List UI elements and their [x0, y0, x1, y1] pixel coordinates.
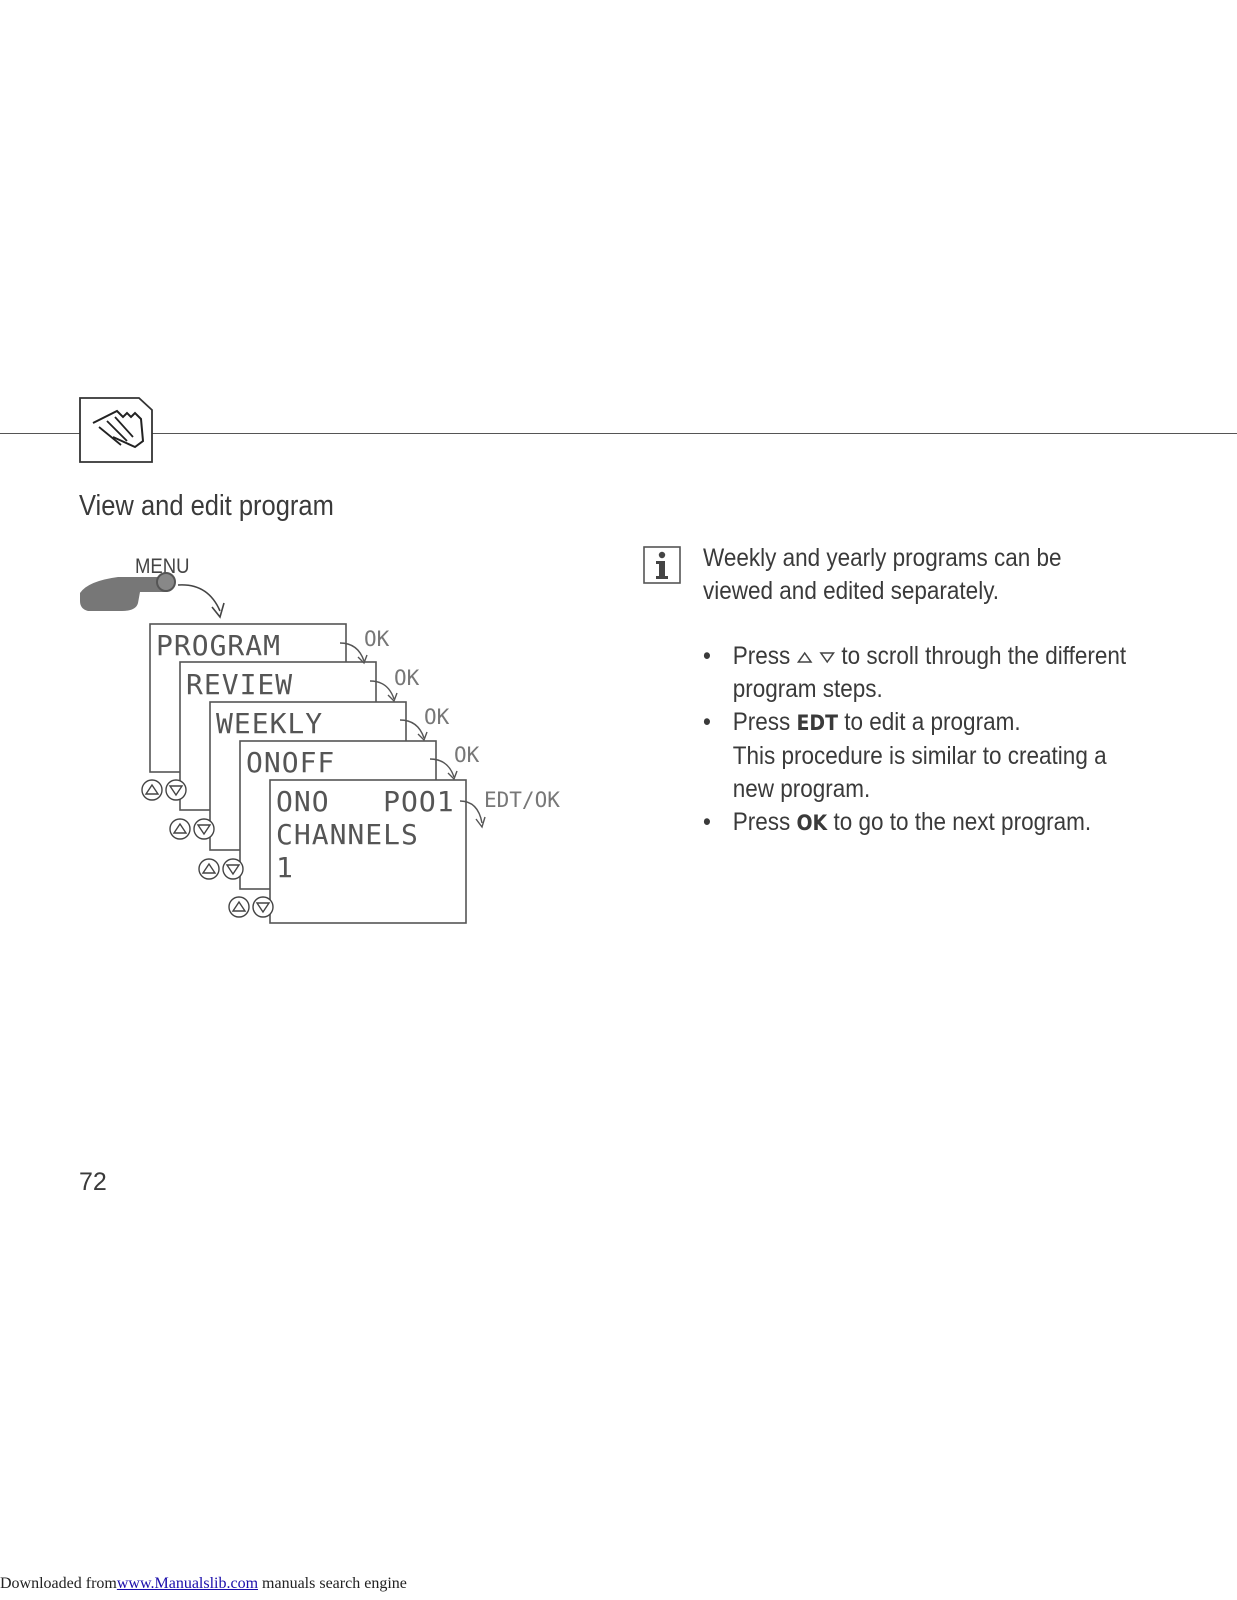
screen-program: PROGRAM: [156, 629, 281, 662]
hand-press-icon: [80, 572, 176, 611]
up-arrow-icon: [796, 652, 813, 664]
list-item: • Press OK to go to the next program.: [703, 808, 1092, 836]
screen-review: REVIEW: [186, 668, 293, 701]
list-item: • Press to scroll through the different …: [703, 642, 1127, 703]
info-line-1: Weekly and yearly programs can be: [703, 544, 1062, 572]
screen-line-channel-number: 1: [276, 851, 294, 884]
instruction-list: • Press to scroll through the different …: [703, 640, 1126, 840]
ok-label-4: OK: [454, 743, 480, 767]
ok-label-2: OK: [394, 666, 420, 690]
download-footer: Downloaded fromwww.Manualslib.com manual…: [0, 1575, 407, 1592]
lcd-flow-diagram: PROGRAM REVIEW WEEKLY ONOFF ONO POO1 CHA…: [80, 572, 560, 924]
info-note: Weekly and yearly programs can be viewed…: [703, 542, 1062, 608]
ok-key-label: OK: [796, 811, 828, 835]
hand-pointer-icon: [79, 397, 153, 463]
ok-label-3: OK: [424, 705, 450, 729]
screen-line-program-id: ONO POO1: [276, 785, 455, 818]
info-line-2: viewed and edited separately.: [703, 577, 1000, 605]
header-rule: [0, 433, 1237, 434]
down-arrow-icon: [819, 652, 835, 664]
page-number: 72: [79, 1168, 107, 1196]
list-item: • Press EDT to edit a program. This proc…: [703, 708, 1107, 803]
info-icon: [643, 546, 681, 584]
screen-weekly: WEEKLY: [216, 707, 323, 740]
edt-key-label: EDT: [796, 711, 838, 735]
section-title: View and edit program: [79, 490, 334, 522]
manualslib-link[interactable]: www.Manualslib.com: [116, 1575, 259, 1592]
screen-onoff: ONOFF: [246, 746, 335, 779]
up-down-buttons: [141, 779, 274, 918]
screen-line-channels: CHANNELS: [276, 818, 419, 851]
menu-label: MENU: [135, 555, 190, 578]
edit-ok-label: EDT/OK: [484, 788, 560, 812]
ok-label-1: OK: [364, 627, 390, 651]
